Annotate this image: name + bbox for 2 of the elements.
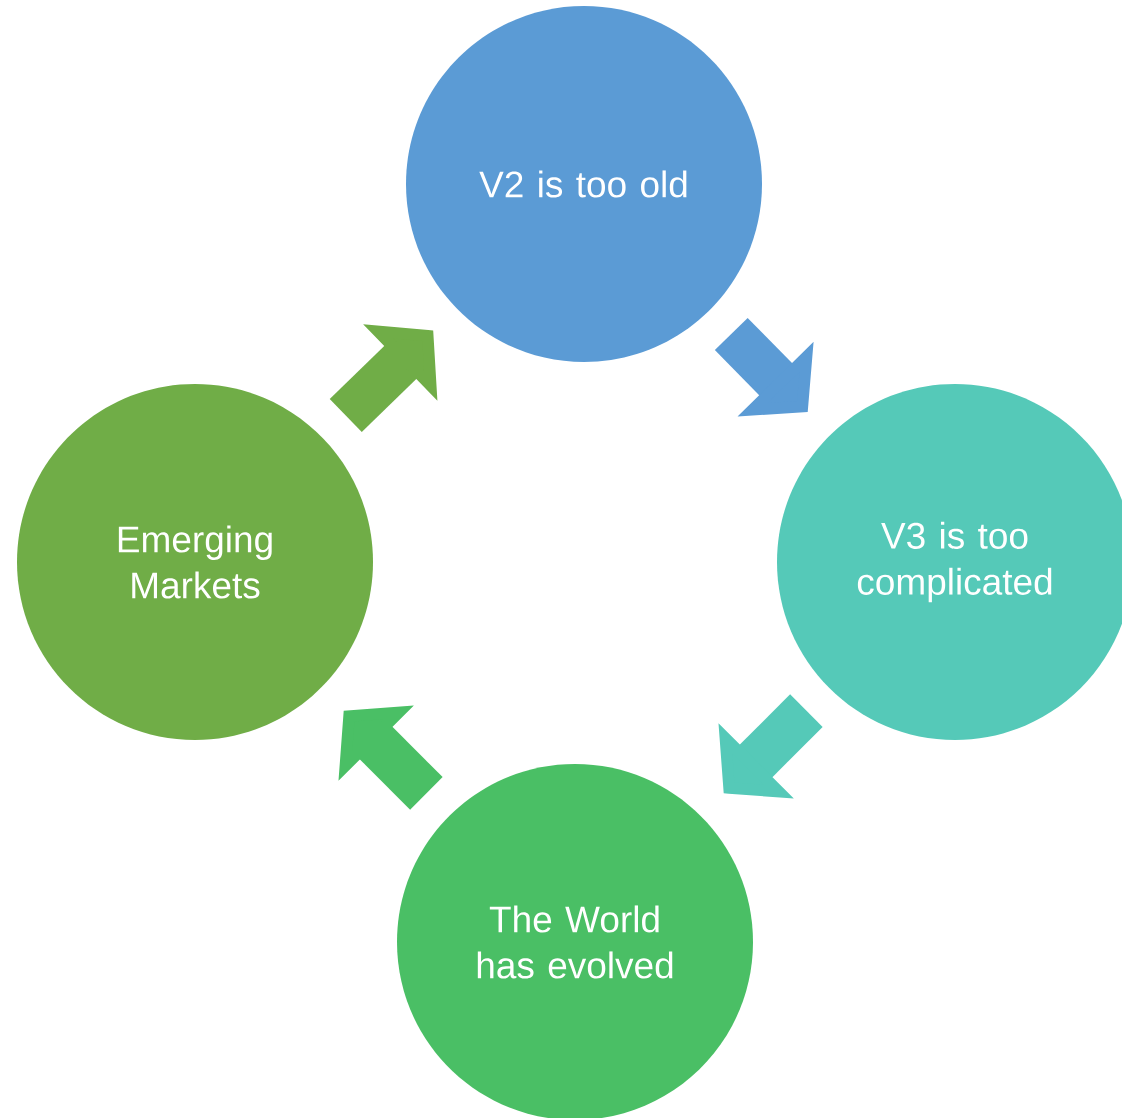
circle-node: V2 is too old bbox=[406, 6, 762, 362]
circle-node: Emerging Markets bbox=[17, 384, 373, 740]
